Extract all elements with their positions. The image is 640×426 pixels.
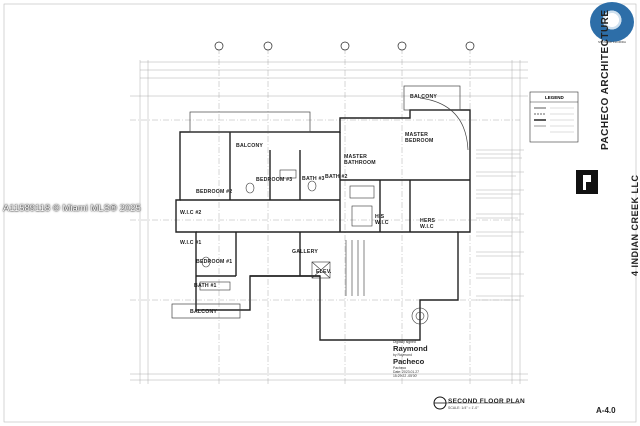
project-name: 4 INDIAN CREEK LLC: [630, 174, 640, 276]
architect-firm-name: PACHECO ARCHITECTURE: [600, 9, 611, 150]
firm-logo-icon: [576, 170, 598, 194]
room-label-bath-3: BATH #3: [302, 176, 325, 182]
walls: [175, 109, 471, 341]
sheet-border: [3, 3, 637, 423]
room-label-wic-1: W.I.C #1: [180, 240, 202, 246]
digital-signature: Digitally signed Raymond by Raymond Pach…: [393, 340, 473, 378]
grid-bubbles: [214, 41, 475, 51]
room-label-balcony-right: BALCONY: [410, 94, 437, 100]
signature-line-1: Digitally signed: [393, 340, 416, 344]
room-label-bedroom-2: BEDROOM #2: [196, 189, 232, 195]
signature-time: 15:29:22 -05'00': [393, 374, 418, 378]
room-label-elev: ELEV.: [316, 269, 332, 275]
balcony-outlines: [171, 85, 469, 319]
signature-date: Date: 2023.01.27: [393, 370, 420, 374]
room-label-wic-2: W.I.C #2: [180, 210, 202, 216]
signature-line-3: Pacheco: [393, 366, 407, 370]
stair-elevator: [311, 240, 365, 296]
room-label-bath-2: BATH #2: [325, 174, 348, 180]
fixtures: [199, 169, 429, 325]
professional-seal-icon: [590, 2, 634, 42]
grid-lines: [130, 48, 528, 384]
legend-box: LEGEND: [529, 91, 579, 143]
drawing-scale: SCALE: 1/4" = 1'-0": [448, 406, 479, 410]
mls-watermark: A11589118 © Miami MLS® 2025: [3, 203, 141, 214]
room-label-gallery: GALLERY: [292, 249, 318, 255]
room-label-balcony-bottom: BALCONY: [190, 309, 217, 315]
drawing-title: SECOND FLOOR PLAN: [448, 398, 525, 405]
signature-name-last: Pacheco: [393, 357, 425, 366]
signature-name-first: Raymond: [393, 344, 428, 353]
notes-block: [476, 149, 524, 301]
room-label-balcony-left: BALCONY: [236, 143, 263, 149]
legend-title: LEGEND: [545, 95, 565, 100]
room-label-bath-1: BATH #1: [194, 283, 217, 289]
sheet-number: A-4.0: [596, 406, 616, 415]
room-label-bedroom-3: BEDROOM #3: [256, 177, 292, 183]
signature-line-2: by Raymond: [393, 353, 413, 357]
drawing-title-marker: [433, 396, 520, 410]
room-label-bedroom-1: BEDROOM #1: [196, 259, 232, 265]
seal-caption: STATE OF FLORIDA: [597, 40, 627, 44]
